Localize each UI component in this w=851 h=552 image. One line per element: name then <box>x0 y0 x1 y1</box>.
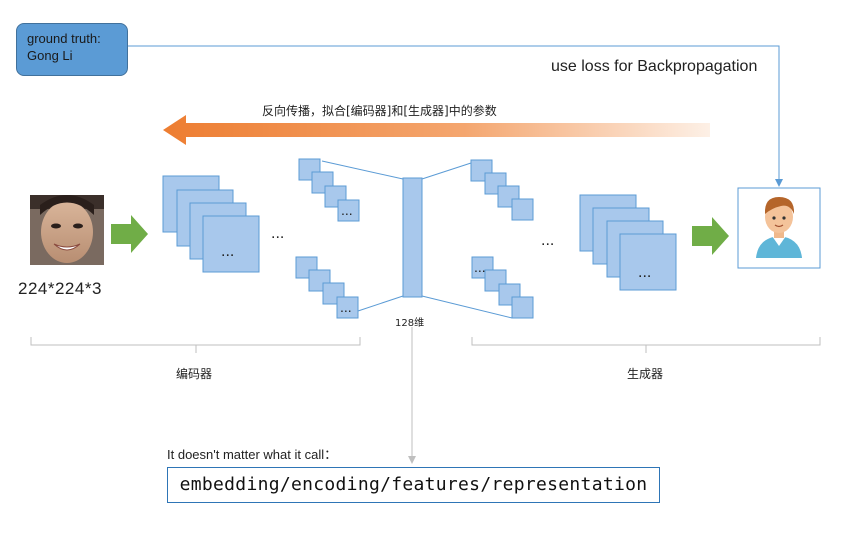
encoder-block-top-dots: ... <box>341 202 353 218</box>
ground-truth-box: ground truth: Gong Li <box>16 23 128 76</box>
generator-label: 生成器 <box>627 367 664 381</box>
generator-blocks-top <box>470 159 534 221</box>
note-label: It doesn't matter what it call： <box>167 447 338 462</box>
ground-truth-title: ground truth: <box>27 31 101 46</box>
encoder-stack <box>162 175 260 273</box>
encoder-brace <box>30 337 361 353</box>
output-arrow-icon <box>692 217 729 255</box>
loss-label: use loss for Backpropagation <box>551 58 758 75</box>
generator-brace <box>471 337 821 353</box>
generator-blocks-bottom <box>471 256 534 319</box>
bottleneck-label: 128维 <box>395 318 425 329</box>
encoder-label: 编码器 <box>176 367 213 381</box>
generator-stack <box>579 194 677 291</box>
encoder-blocks-top <box>298 158 360 222</box>
generator-ellipsis: ... <box>541 232 555 249</box>
male-avatar-icon <box>756 197 802 258</box>
backprop-arrow <box>163 115 710 145</box>
encoder-blocks-bottom <box>295 256 359 319</box>
encoder-ellipsis: ... <box>271 225 285 242</box>
encoder-block-bottom-dots: ... <box>340 299 352 315</box>
terms-box: embedding/encoding/features/representati… <box>167 467 660 503</box>
input-size-label: 224*224*3 <box>18 279 102 298</box>
ground-truth-name: Gong Li <box>27 48 73 63</box>
bottleneck-vector <box>402 177 423 298</box>
photo-face-icon <box>30 195 104 265</box>
funnel-lines <box>321 160 513 319</box>
input-arrow-icon <box>111 215 148 253</box>
loss-feedback-line <box>128 45 783 187</box>
generator-block-dots: ... <box>474 259 486 275</box>
backprop-label: 反向传播，拟合[编码器]和[生成器]中的参数 <box>262 104 497 118</box>
generator-stack-dots: ... <box>638 264 652 281</box>
encoder-stack-dots: ... <box>221 243 235 260</box>
